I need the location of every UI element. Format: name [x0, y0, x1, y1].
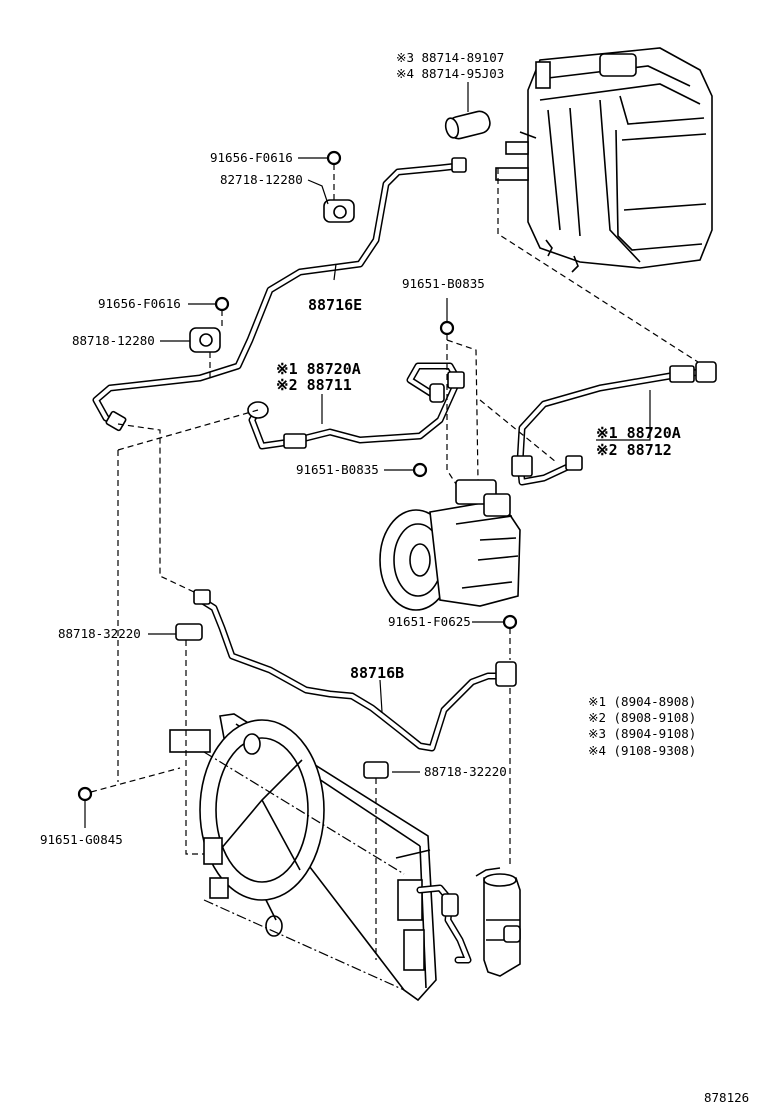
switch-88718-32220-a: [175, 623, 203, 641]
hose-88712: [511, 361, 717, 486]
legend: ※1 (8904-8908) ※2 (8908-9108) ※3 (8904-9…: [588, 694, 696, 758]
bolt-91656-f0616-a: [326, 150, 342, 166]
bolt-91656-f0616-b: [214, 296, 230, 312]
label-91656-f0616-b: 91656-F0616: [98, 296, 181, 311]
label-88714-89107: ※3 88714-89107: [396, 50, 504, 65]
condenser-unit: [169, 713, 472, 1002]
clamp-82718-12280: [323, 199, 355, 223]
label-88720a-2: ※1 88720A: [596, 424, 681, 442]
label-82718-12280: 82718-12280: [220, 172, 303, 187]
label-91651-b0835-b: 91651-B0835: [296, 462, 379, 477]
reference-lines: [90, 164, 699, 991]
hose-88711: [247, 362, 465, 450]
bolt-91651-b0835-a: [439, 320, 455, 336]
evaporator-unit: [495, 47, 713, 273]
switch-88718-32220-b: [363, 761, 389, 779]
bolt-91651-f0625: [502, 614, 518, 630]
label-91651-f0625: 91651-F0625: [388, 614, 471, 629]
label-88716e: 88716E: [308, 296, 362, 314]
legend-item-4: ※4 (9108-9308): [588, 743, 696, 758]
label-88720a-1: ※1 88720A: [276, 360, 361, 378]
label-88718-32220-a: 88718-32220: [58, 626, 141, 641]
label-88718-32220-b: 88718-32220: [424, 764, 507, 779]
label-88718-12280: 88718-12280: [72, 333, 155, 348]
legend-item-3: ※3 (8904-9108): [588, 726, 696, 741]
label-88714-95j03: ※4 88714-95J03: [396, 66, 504, 81]
receiver-dryer: [441, 867, 521, 977]
label-88712: ※2 88712: [596, 441, 672, 459]
pipe-88716e: [92, 157, 467, 432]
label-91651-g0845: 91651-G0845: [40, 832, 123, 847]
clamp-88718-12280: [189, 327, 221, 353]
label-88711: ※2 88711: [276, 376, 352, 394]
diagram-number: 878126: [704, 1090, 749, 1105]
compressor: [379, 479, 521, 611]
bolt-91651-g0845: [77, 786, 93, 802]
grommet-88714: [444, 110, 491, 140]
leader-lines: [84, 157, 651, 828]
part-labels: ※3 88714-89107 ※4 88714-95J03 91656-F061…: [40, 50, 681, 847]
pipe-88716b: [193, 589, 517, 752]
label-91651-b0835-a: 91651-B0835: [402, 276, 485, 291]
bolt-91651-b0835-b: [412, 462, 428, 478]
label-88716b: 88716B: [350, 664, 404, 682]
legend-item-1: ※1 (8904-8908): [588, 694, 696, 709]
legend-item-2: ※2 (8908-9108): [588, 710, 696, 725]
label-91656-f0616-a: 91656-F0616: [210, 150, 293, 165]
